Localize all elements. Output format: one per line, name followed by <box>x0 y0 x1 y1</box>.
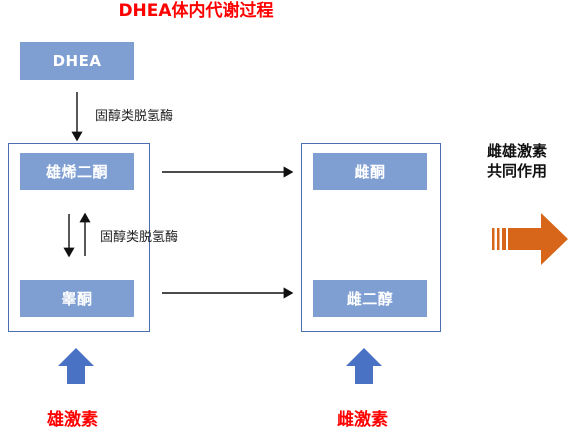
androgen-up-arrow <box>58 348 94 384</box>
dhea-box: DHEA <box>20 42 134 80</box>
estrogen-group-frame <box>301 143 441 332</box>
androstenedione-box: 雄烯二酮 <box>20 153 134 190</box>
enzyme-label-middle: 固醇类脱氢酶 <box>100 230 179 245</box>
testosterone-box: 睾酮 <box>20 280 134 317</box>
estrogen-label: 雌激素 <box>337 410 388 430</box>
estrone-label: 雌酮 <box>354 163 386 181</box>
estradiol-label: 雌二醇 <box>346 290 394 308</box>
enzyme-label-top: 固醇类脱氢酶 <box>95 109 174 124</box>
testosterone-label: 睾酮 <box>61 290 93 308</box>
estradiol-box: 雌二醇 <box>313 280 427 317</box>
result-line-1: 雌雄激素 <box>487 142 548 160</box>
androstenedione-label: 雄烯二酮 <box>45 163 108 181</box>
estrone-box: 雌酮 <box>313 153 427 190</box>
androgen-label: 雄激素 <box>47 410 98 430</box>
dhea-label: DHEA <box>52 52 102 70</box>
diagram-title: DHEA体内代谢过程 <box>118 1 274 21</box>
result-big-arrow <box>492 213 568 265</box>
result-line-2: 共同作用 <box>487 162 548 180</box>
androgen-group-frame <box>8 143 150 332</box>
estrogen-up-arrow <box>346 348 382 384</box>
